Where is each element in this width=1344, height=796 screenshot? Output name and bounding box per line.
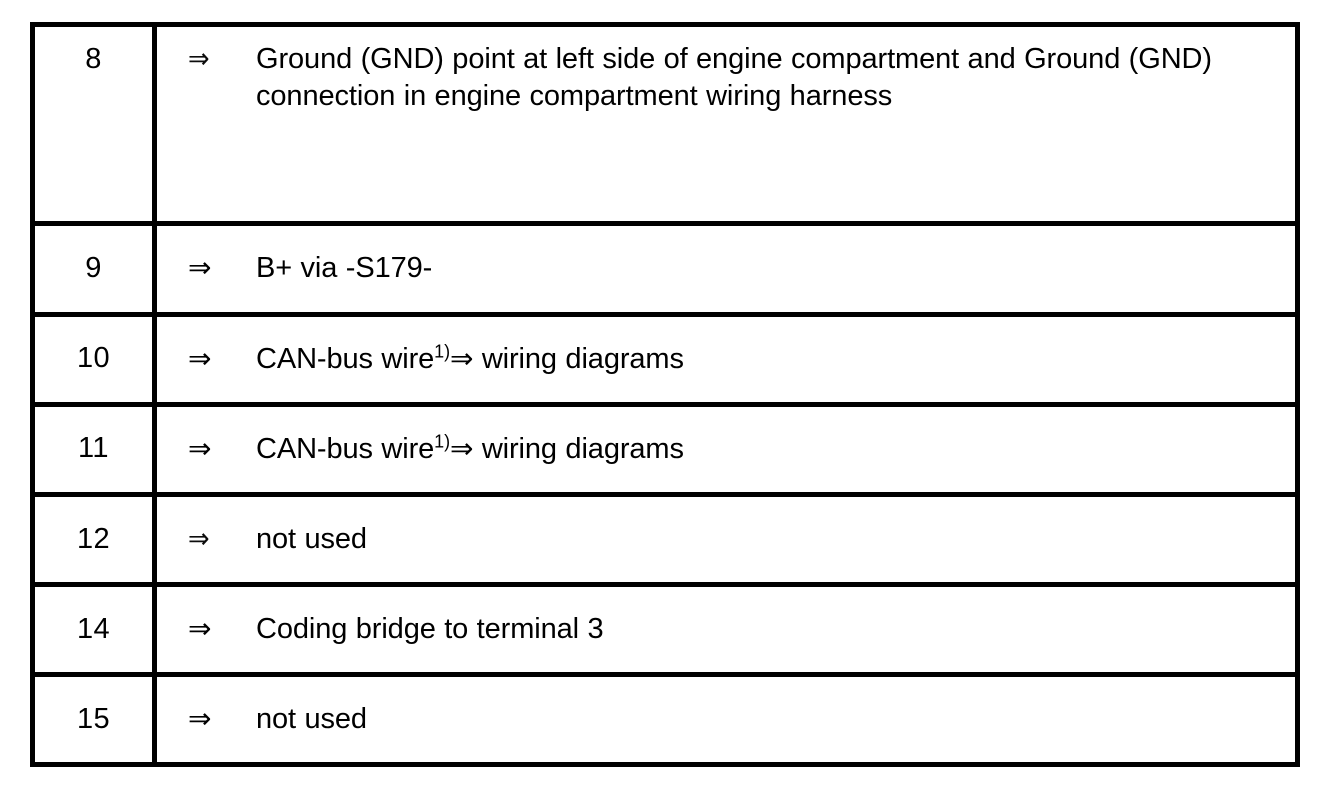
row-description-cell: ⇒ CAN-bus wire1)⇒ wiring diagrams: [154, 311, 1298, 405]
double-arrow-icon: ⇒: [188, 251, 212, 285]
table-row: 14 ⇒ Coding bridge to terminal 3: [32, 581, 1298, 675]
row-description-cell: ⇒ Ground (GND) point at left side of eng…: [154, 24, 1298, 224]
description-main-text: CAN-bus wire: [256, 432, 435, 465]
row-description: Ground (GND) point at left side of engin…: [256, 41, 1295, 115]
row-description: CAN-bus wire1)⇒ wiring diagrams: [256, 431, 1295, 468]
row-description-cell: ⇒ not used: [154, 671, 1298, 765]
description-line: connection in engine compartment wiring …: [256, 80, 893, 113]
row-number-cell: 9: [32, 221, 157, 315]
row-description: Coding bridge to terminal 3: [256, 612, 604, 645]
footnote-marker: 1): [434, 430, 450, 451]
row-number-cell: 14: [32, 581, 157, 675]
table-row: 15 ⇒ not used: [32, 671, 1298, 765]
row-description: not used: [256, 702, 367, 735]
footnote-marker: 1): [434, 340, 450, 361]
row-description-cell: ⇒ Coding bridge to terminal 3: [154, 581, 1298, 675]
row-number-cell: 12: [32, 491, 157, 585]
row-number-cell: 10: [32, 311, 157, 405]
row-number: 12: [76, 522, 111, 555]
row-number-cell: 15: [32, 671, 157, 765]
description-line: Ground (GND) point at left side of engin…: [256, 43, 1212, 75]
row-description: not used: [256, 522, 367, 555]
table-body: 8 ⇒ Ground (GND) point at left side of e…: [32, 24, 1298, 765]
table-row: 12 ⇒ not used: [32, 491, 1298, 585]
double-arrow-icon: ⇒: [188, 611, 212, 645]
inline-double-arrow-icon: ⇒: [449, 341, 474, 375]
double-arrow-icon: ⇒: [188, 431, 212, 465]
row-number-cell: 8: [32, 24, 157, 224]
row-number: 14: [76, 612, 111, 645]
row-description: CAN-bus wire1)⇒ wiring diagrams: [256, 341, 1295, 378]
inline-double-arrow-icon: ⇒: [449, 431, 474, 465]
row-description-cell: ⇒ CAN-bus wire1)⇒ wiring diagrams: [154, 401, 1298, 495]
table-row: 10 ⇒ CAN-bus wire1)⇒ wiring diagrams: [32, 311, 1298, 405]
row-number: 10: [76, 342, 111, 375]
double-arrow-icon: ⇒: [188, 341, 212, 375]
description-trailing-text: wiring diagrams: [473, 432, 684, 465]
double-arrow-icon: ⇒: [188, 701, 212, 735]
table-row: 9 ⇒ B+ via -S179-: [32, 221, 1298, 315]
description-trailing-text: wiring diagrams: [473, 342, 684, 375]
double-arrow-icon: ⇒: [188, 42, 210, 75]
double-arrow-icon: ⇒: [188, 521, 210, 555]
row-number-cell: 11: [32, 401, 157, 495]
row-description: B+ via -S179-: [256, 252, 433, 285]
row-number: 15: [76, 702, 111, 735]
table-row: 8 ⇒ Ground (GND) point at left side of e…: [32, 24, 1298, 224]
row-number: 8: [85, 43, 102, 75]
row-description-cell: ⇒ B+ via -S179-: [154, 221, 1298, 315]
row-description-cell: ⇒ not used: [154, 491, 1298, 585]
table-row: 11 ⇒ CAN-bus wire1)⇒ wiring diagrams: [32, 401, 1298, 495]
description-main-text: CAN-bus wire: [256, 342, 435, 375]
row-number: 9: [85, 252, 102, 285]
row-number: 11: [78, 432, 109, 465]
pin-assignment-table: 8 ⇒ Ground (GND) point at left side of e…: [30, 22, 1300, 767]
